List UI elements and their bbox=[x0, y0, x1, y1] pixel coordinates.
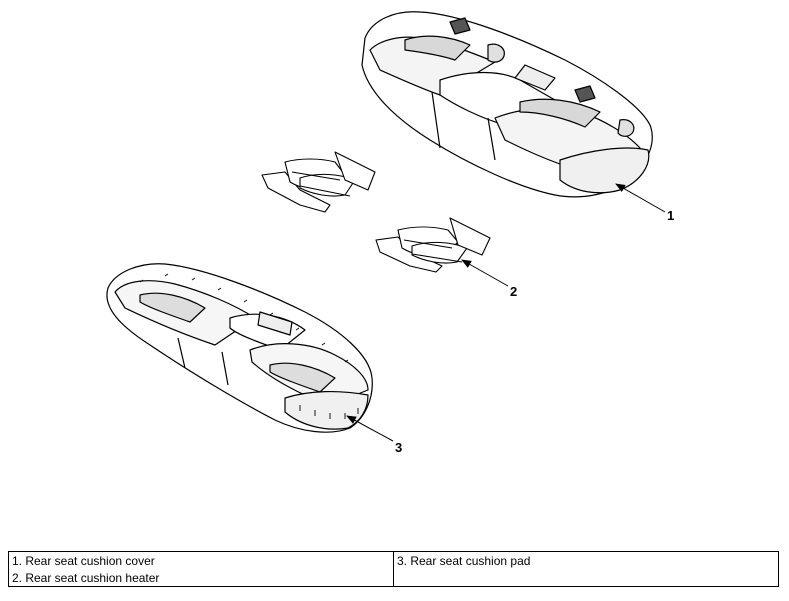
callout-2: 2 bbox=[510, 284, 517, 299]
parts-legend-table: 1. Rear seat cushion cover 3. Rear seat … bbox=[8, 551, 779, 587]
legend-row: 2. Rear seat cushion heater bbox=[8, 569, 779, 587]
seat-cushion-heater-right-drawing bbox=[375, 217, 491, 273]
seat-cushion-cover-drawing bbox=[361, 11, 653, 198]
legend-row: 1. Rear seat cushion cover 3. Rear seat … bbox=[8, 551, 779, 569]
legend-item-cushion-cover: 1. Rear seat cushion cover bbox=[8, 551, 394, 569]
exploded-diagram: 1 2 3 bbox=[106, 11, 674, 455]
legend-item-cushion-heater: 2. Rear seat cushion heater bbox=[8, 569, 394, 587]
seat-cushion-heater-left-drawing bbox=[261, 151, 376, 213]
seat-cushion-pad-drawing bbox=[106, 263, 373, 433]
callout-1-leader bbox=[615, 183, 666, 213]
callout-1: 1 bbox=[667, 208, 674, 223]
callout-2-leader bbox=[461, 259, 509, 287]
callout-3: 3 bbox=[395, 440, 402, 455]
callout-3-leader bbox=[346, 415, 394, 442]
legend-item-cushion-pad: 3. Rear seat cushion pad bbox=[393, 551, 779, 569]
legend-item-empty bbox=[393, 569, 779, 587]
